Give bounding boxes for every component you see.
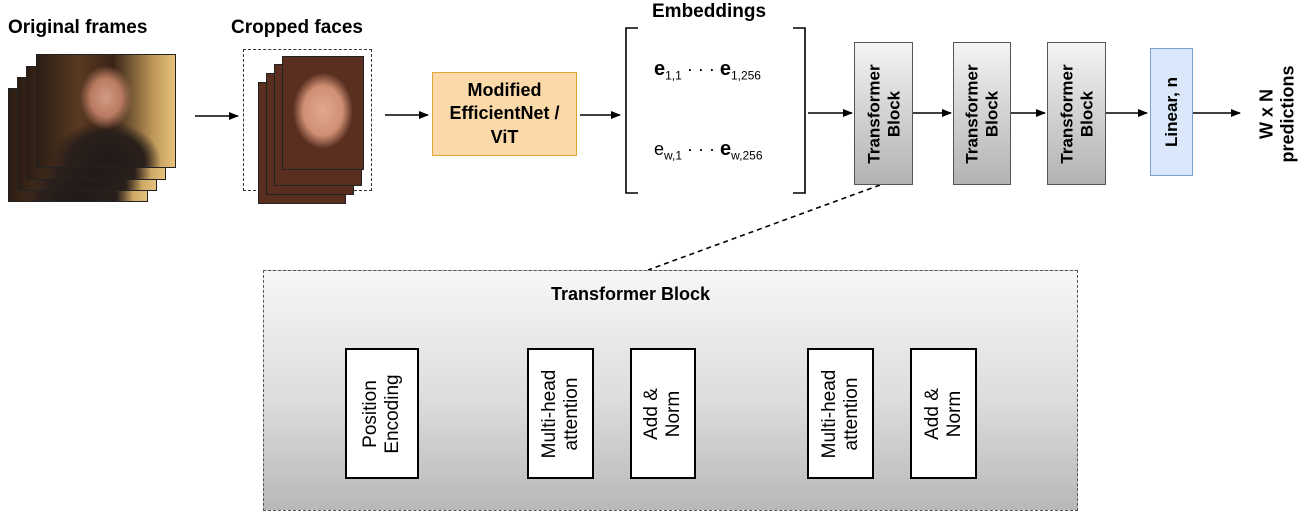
frame-image (36, 54, 176, 168)
output-label-line1: W x N (1256, 88, 1277, 140)
linear-layer-label: Linear, n (1161, 77, 1181, 147)
face-image (282, 56, 364, 170)
model-box: Modified EfficientNet / ViT (432, 72, 577, 156)
model-name-line1: Modified (467, 79, 542, 100)
embedding-row-last: ew,1 · · · ew,256 (654, 138, 763, 163)
linear-layer-box: Linear, n (1150, 48, 1193, 176)
multi-head-attention-box-2: Multi-head attention (807, 348, 874, 479)
original-frames-label: Original frames (8, 17, 148, 38)
embeddings-label: Embeddings (652, 1, 767, 22)
add-norm-label-1: Add & Norm (641, 387, 684, 440)
transformer-block-1-label: Transformer Block (863, 63, 903, 164)
multi-head-attention-label-1: Multi-head attention (538, 369, 582, 458)
add-norm-box-1: Add & Norm (630, 348, 696, 479)
multi-head-attention-box-1: Multi-head attention (527, 348, 594, 479)
position-encoding-label: Position Encoding (360, 373, 403, 454)
transformer-block-1: Transformer Block (854, 42, 913, 185)
transformer-block-3-label: Transformer Block (1056, 63, 1096, 164)
transformer-block-detail-title: Transformer Block (551, 284, 711, 304)
output-label: W x N predictions (1246, 44, 1308, 184)
embeddings-left-bracket (625, 27, 638, 194)
zoom-dashed-line (647, 184, 881, 271)
embedding-row-first: e1,1 · · · e1,256 (654, 58, 761, 83)
position-encoding-box: Position Encoding (345, 348, 419, 479)
add-norm-box-2: Add & Norm (910, 348, 977, 479)
multi-head-attention-label-2: Multi-head attention (818, 369, 862, 458)
model-name-line3: ViT (490, 126, 519, 147)
model-name-line2: EfficientNet / (449, 103, 560, 124)
add-norm-label-2: Add & Norm (921, 387, 965, 440)
cropped-faces-label: Cropped faces (231, 17, 363, 38)
transformer-block-2-label: Transformer Block (962, 63, 1001, 164)
transformer-block-2: Transformer Block (953, 42, 1011, 185)
output-label-line2: predictions (1277, 65, 1297, 163)
embeddings-right-bracket (793, 27, 806, 194)
transformer-block-3: Transformer Block (1047, 42, 1106, 185)
